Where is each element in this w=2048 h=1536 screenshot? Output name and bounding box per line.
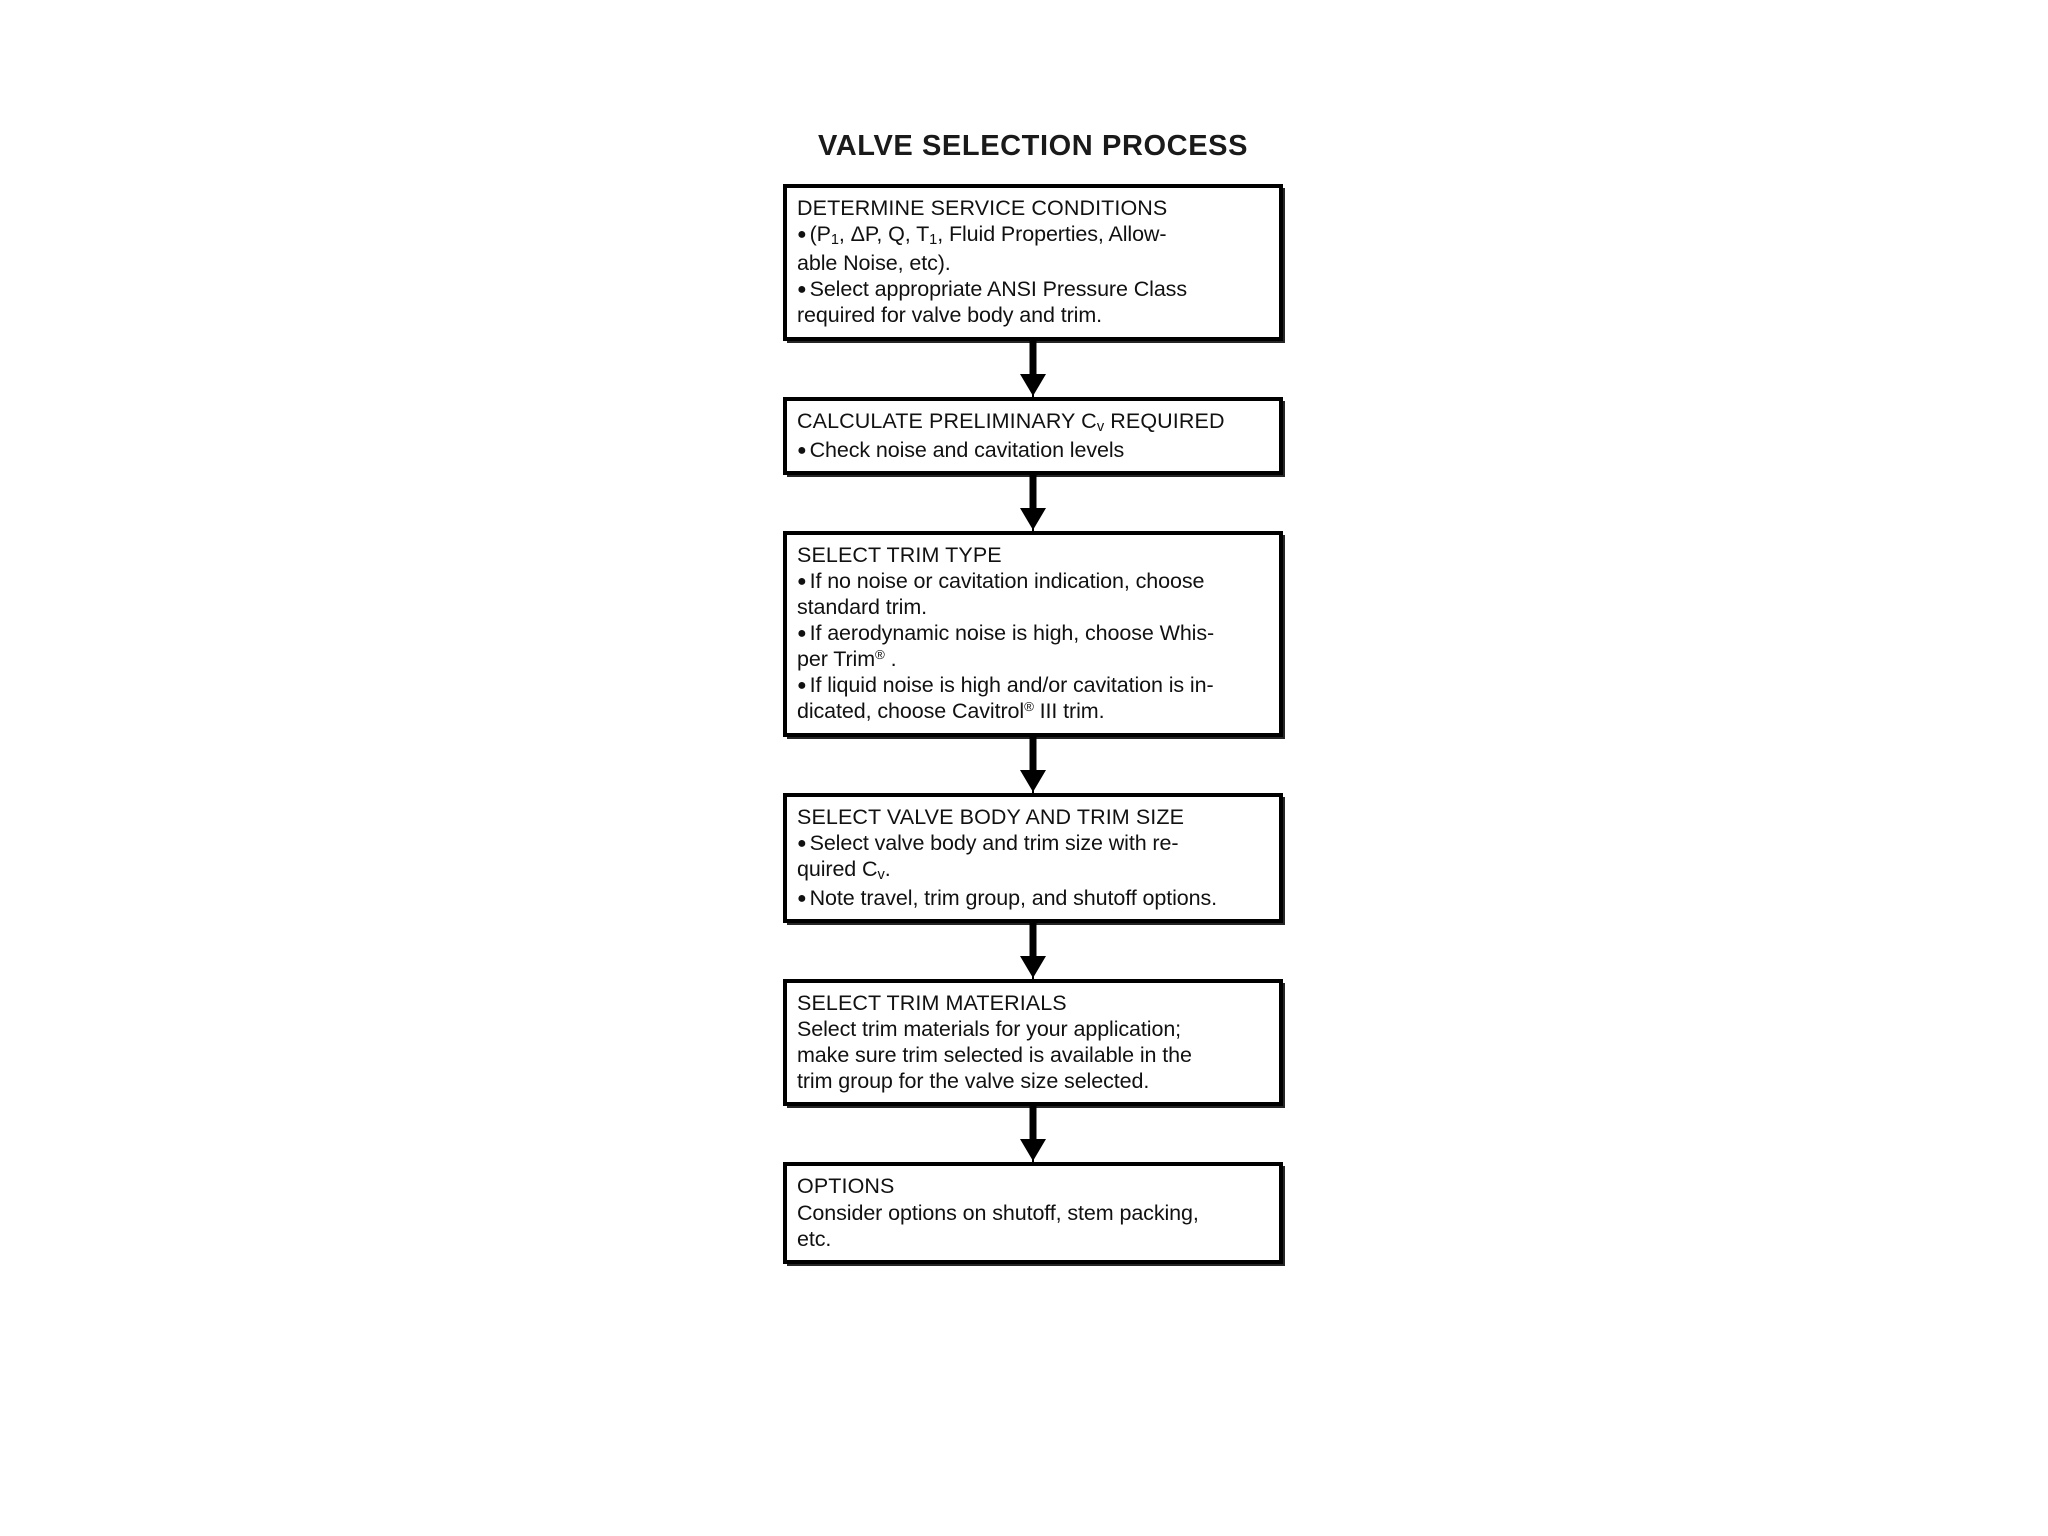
registered-trademark-icon: ® — [1024, 699, 1034, 715]
bullet-dot-icon: ● — [797, 226, 807, 244]
arrow-tip — [1032, 526, 1034, 532]
valve-selection-flowchart: VALVE SELECTION PROCESS DETERMINE SERVIC… — [783, 130, 1283, 1264]
step-text-line: required for valve body and trim. — [797, 303, 1103, 328]
step-text-line: per Trim® . — [797, 647, 897, 672]
bullet-dot-icon: ● — [797, 572, 807, 590]
page-title: VALVE SELECTION PROCESS — [817, 130, 1249, 162]
flow-step-select-valve-body-and-trim-size: SELECT VALVE BODY AND TRIM SIZE ●Select … — [783, 792, 1283, 923]
arrow-tip — [1032, 974, 1034, 980]
arrow-shaft — [1029, 922, 1037, 963]
flow-step-calculate-preliminary-cv-required: CALCULATE PRELIMINARY Cv REQUIRED ●Check… — [783, 396, 1283, 475]
step-bullet-line: ●Note travel, trim group, and shutoff op… — [797, 885, 1217, 910]
step-heading: SELECT VALVE BODY AND TRIM SIZE — [797, 804, 1185, 829]
flow-step-options: OPTIONS Consider options on shutoff, ste… — [783, 1162, 1283, 1264]
arrow-head-icon — [1020, 955, 1046, 978]
step-text-line: standard trim. — [797, 594, 928, 619]
arrow-head-icon — [1020, 507, 1046, 530]
bullet-dot-icon: ● — [797, 625, 807, 643]
step-text-line: able Noise, etc). — [797, 251, 951, 276]
arrow-shaft — [1029, 340, 1037, 381]
bullet-dot-icon: ● — [797, 441, 807, 459]
flow-connector-arrow — [783, 474, 1283, 532]
bullet-dot-icon: ● — [797, 677, 807, 695]
step-bullet-line: ●(P1, ΔP, Q, T1, Fluid Properties, Allow… — [797, 222, 1167, 249]
arrow-tip — [1032, 788, 1034, 794]
bullet-dot-icon: ● — [797, 834, 807, 852]
step-bullet-line: ●If aerodynamic noise is high, choose Wh… — [797, 621, 1215, 646]
arrow-head-icon — [1020, 1139, 1046, 1162]
step-text-line: make sure trim selected is available in … — [797, 1043, 1192, 1068]
arrow-shaft — [1029, 474, 1037, 515]
step-heading: OPTIONS — [797, 1174, 895, 1199]
step-text-line: dicated, choose Cavitrol® III trim. — [797, 699, 1105, 724]
step-bullet-line: ●Select appropriate ANSI Pressure Class — [797, 277, 1187, 302]
flow-connector-arrow — [783, 1106, 1283, 1164]
step-bullet-line: ●If liquid noise is high and/or cavitati… — [797, 673, 1214, 698]
step-text-line: Consider options on shutoff, stem packin… — [797, 1200, 1199, 1225]
step-text-line: quired Cv. — [797, 856, 891, 884]
flow-step-determine-service-conditions: DETERMINE SERVICE CONDITIONS ●(P1, ΔP, Q… — [783, 184, 1283, 341]
step-heading: CALCULATE PRELIMINARY Cv REQUIRED — [797, 408, 1225, 435]
flow-step-select-trim-type: SELECT TRIM TYPE ●If no noise or cavitat… — [783, 530, 1283, 737]
flow-connector-arrow — [783, 736, 1283, 794]
arrow-shaft — [1029, 1106, 1037, 1147]
arrow-head-icon — [1020, 769, 1046, 792]
bullet-dot-icon: ● — [797, 889, 807, 907]
flow-connector-arrow — [783, 340, 1283, 398]
step-text-line: etc. — [797, 1226, 832, 1251]
flow-step-select-trim-materials: SELECT TRIM MATERIALS Select trim materi… — [783, 978, 1283, 1107]
arrow-tip — [1032, 1158, 1034, 1164]
arrow-shaft — [1029, 736, 1037, 777]
step-bullet-line: ●If no noise or cavitation indication, c… — [797, 568, 1205, 593]
step-text-line: trim group for the valve size selected. — [797, 1069, 1150, 1094]
step-heading: SELECT TRIM MATERIALS — [797, 990, 1067, 1015]
flow-connector-arrow — [783, 922, 1283, 980]
step-heading: DETERMINE SERVICE CONDITIONS — [797, 196, 1168, 220]
registered-trademark-icon: ® — [875, 647, 885, 663]
step-text-line: Select trim materials for your applicati… — [797, 1017, 1182, 1042]
bullet-dot-icon: ● — [797, 281, 807, 299]
arrow-head-icon — [1020, 373, 1046, 396]
step-bullet-line: ●Check noise and cavitation levels — [797, 437, 1125, 462]
step-heading: SELECT TRIM TYPE — [797, 542, 1002, 567]
step-bullet-line: ●Select valve body and trim size with re… — [797, 830, 1179, 855]
arrow-tip — [1032, 392, 1034, 398]
